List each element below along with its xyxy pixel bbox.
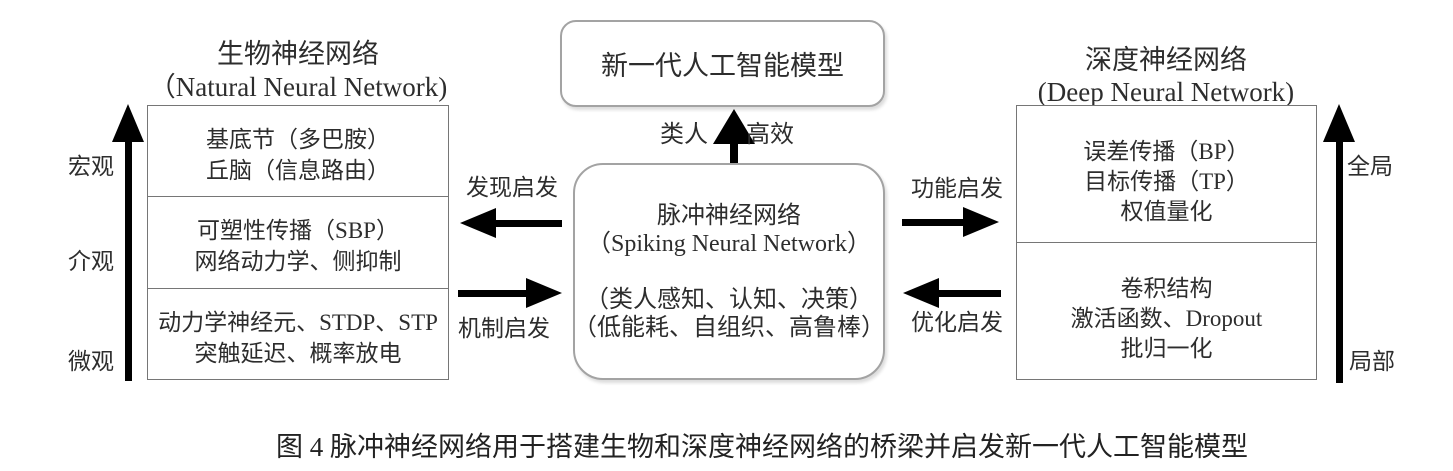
left-axis-label-macro: 宏观 bbox=[68, 154, 114, 179]
discovery-arrow-label: 发现启发 bbox=[466, 175, 558, 200]
bridge-label-efficient: 高效 bbox=[746, 122, 794, 148]
dnn-local-line-3: 批归一化 bbox=[1120, 336, 1213, 361]
arrow-up-head-icon bbox=[1323, 104, 1355, 142]
arrow-up-head-icon bbox=[112, 104, 144, 142]
bio-section-meso: 可塑性传播（SBP） 网络动力学、侧抑制 bbox=[148, 196, 448, 287]
dnn-local-line-2: 激活函数、Dropout bbox=[1070, 306, 1263, 331]
arrow-left-head-icon bbox=[460, 208, 496, 238]
snn-feature-line-1: （类人感知、认知、决策） bbox=[585, 286, 873, 313]
right-axis-label-local: 局部 bbox=[1349, 349, 1395, 374]
arrow-shaft bbox=[492, 220, 562, 227]
bio-macro-line-2: 丘脑（信息路由） bbox=[206, 158, 390, 184]
bio-micro-line-2: 突触延迟、概率放电 bbox=[194, 340, 402, 366]
bio-micro-line-1: 动力学神经元、STDP、STP bbox=[158, 309, 438, 335]
left-axis-label-micro: 微观 bbox=[68, 349, 114, 374]
mechanism-arrow-label: 机制启发 bbox=[458, 316, 550, 341]
right-panel-title-block: 深度神经网络 (Deep Neural Network) bbox=[1000, 44, 1332, 108]
bio-section-micro: 动力学神经元、STDP、STP 突触延迟、概率放电 bbox=[148, 287, 448, 379]
next-gen-ai-model-box: 新一代人工智能模型 bbox=[560, 20, 885, 107]
right-panel-subtitle: (Deep Neural Network) bbox=[1037, 77, 1295, 107]
arrow-shaft bbox=[1336, 138, 1343, 383]
arrow-shaft bbox=[937, 290, 1001, 297]
left-panel-subtitle: （Natural Neural Network) bbox=[148, 72, 448, 102]
figure-caption: 图 4 脉冲神经网络用于搭建生物和深度神经网络的桥梁并启发新一代人工智能模型 bbox=[276, 432, 1248, 462]
bridge-label-humanlike: 类人 bbox=[660, 122, 708, 148]
dnn-global-line-2: 目标传播（TP） bbox=[1084, 169, 1249, 194]
left-panel-title-block: 生物神经网络 （Natural Neural Network) bbox=[120, 38, 476, 104]
function-arrow-label: 功能启发 bbox=[911, 176, 1003, 201]
left-panel-title: 生物神经网络 bbox=[217, 39, 379, 69]
snn-title: 脉冲神经网络 bbox=[657, 202, 801, 229]
right-panel-title: 深度神经网络 bbox=[1085, 45, 1247, 75]
arrow-shaft bbox=[458, 290, 528, 297]
arrow-left-head-icon bbox=[903, 278, 939, 308]
arrow-up-head-icon bbox=[713, 109, 755, 144]
optimization-arrow-label: 优化启发 bbox=[911, 310, 1003, 335]
arrow-right-head-icon bbox=[963, 207, 999, 237]
dnn-global-line-1: 误差传播（BP） bbox=[1083, 139, 1250, 164]
dnn-local-line-1: 卷积结构 bbox=[1120, 276, 1213, 301]
biological-network-box: 基底节（多巴胺） 丘脑（信息路由） 可塑性传播（SBP） 网络动力学、侧抑制 动… bbox=[147, 105, 449, 380]
arrow-shaft bbox=[902, 219, 965, 226]
arrow-shaft bbox=[125, 138, 132, 381]
right-axis-label-global: 全局 bbox=[1347, 154, 1393, 179]
next-gen-ai-model-label: 新一代人工智能模型 bbox=[601, 51, 844, 81]
left-axis-label-meso: 介观 bbox=[68, 249, 114, 274]
snn-subtitle: （Spiking Neural Network） bbox=[587, 230, 871, 257]
dnn-section-global: 误差传播（BP） 目标传播（TP） 权值量化 bbox=[1017, 106, 1316, 242]
bio-meso-line-2: 网络动力学、侧抑制 bbox=[194, 249, 402, 275]
arrow-right-head-icon bbox=[526, 278, 562, 308]
dnn-section-local: 卷积结构 激活函数、Dropout 批归一化 bbox=[1017, 242, 1316, 379]
spiking-neural-network-box: 脉冲神经网络 （Spiking Neural Network） （类人感知、认知… bbox=[573, 163, 885, 380]
bio-section-macro: 基底节（多巴胺） 丘脑（信息路由） bbox=[148, 106, 448, 196]
snn-feature-line-2: （低能耗、自组织、高鲁棒） bbox=[573, 314, 885, 341]
arrow-shaft bbox=[730, 141, 738, 164]
bio-macro-line-1: 基底节（多巴胺） bbox=[206, 127, 390, 153]
deep-network-box: 误差传播（BP） 目标传播（TP） 权值量化 卷积结构 激活函数、Dropout… bbox=[1016, 105, 1317, 380]
bio-meso-line-1: 可塑性传播（SBP） bbox=[197, 218, 399, 244]
dnn-global-line-3: 权值量化 bbox=[1120, 199, 1213, 224]
